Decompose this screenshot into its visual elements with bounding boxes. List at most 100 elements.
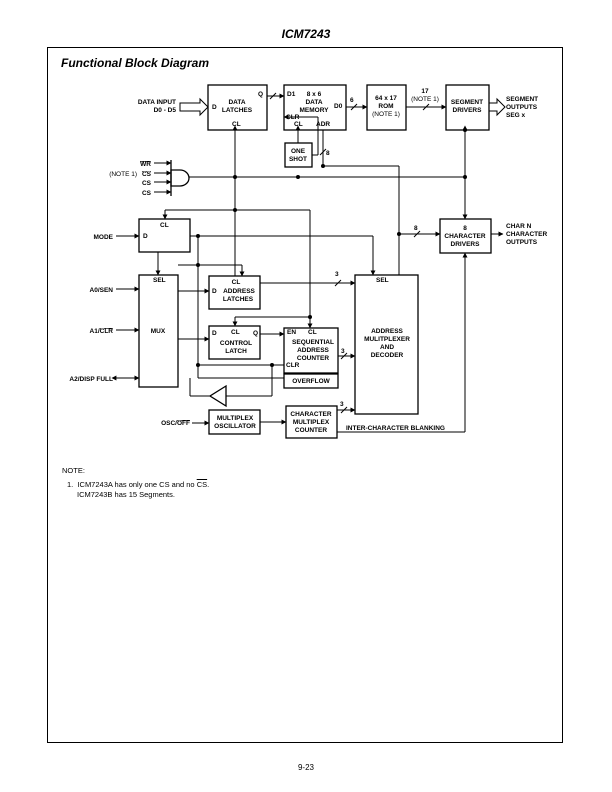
mode-latch-port-d: D bbox=[143, 233, 148, 240]
data-memory-label-1: 8 x 6 bbox=[307, 91, 322, 98]
addr-mux-label-1: ADDRESS bbox=[371, 328, 403, 335]
data-memory-port-clr: CLR bbox=[286, 114, 300, 121]
note-item-1-text-prefix: ICM7243A has only one CS and no bbox=[77, 480, 197, 489]
control-latch-port-cl: CL bbox=[231, 329, 240, 336]
notes-section: NOTE: 1. ICM7243A has only one CS and no… bbox=[62, 466, 209, 500]
seq-counter-label-1: SEQUENTIAL bbox=[292, 339, 334, 346]
address-latches-label-1: CL bbox=[232, 279, 241, 286]
addr-mux-label-4: DECODER bbox=[371, 352, 404, 359]
segment-drivers-label-1: SEGMENT bbox=[451, 99, 483, 106]
char-outputs-label-1: CHAR N bbox=[506, 223, 532, 230]
rom-label-2: ROM bbox=[378, 103, 393, 110]
character-drivers-label-2: CHARACTER bbox=[444, 233, 485, 240]
one-shot-block bbox=[284, 142, 313, 168]
data-latches-port-q: Q bbox=[258, 91, 263, 98]
a1-clr-signal-label: A1/CLR bbox=[90, 328, 114, 335]
data-latches-label-2: LATCHES bbox=[222, 107, 253, 114]
char-mux-counter-label-3: COUNTER bbox=[295, 427, 327, 434]
cs-bar-signal-label: CS bbox=[142, 171, 152, 178]
mux-port-sel: SEL bbox=[153, 277, 166, 284]
multiplex-oscillator-label-2: OSCILLATOR bbox=[214, 423, 256, 430]
control-latch-label-2: LATCH bbox=[225, 348, 247, 355]
control-latch-port-d: D bbox=[212, 330, 217, 337]
overflow-label: OVERFLOW bbox=[292, 378, 330, 385]
cs1-signal-label: CS bbox=[142, 180, 152, 187]
data-memory-label-3: MEMORY bbox=[299, 107, 329, 114]
bus-width-rom-seg-note: (NOTE 1) bbox=[411, 96, 439, 103]
rom-label-1: 64 x 17 bbox=[375, 95, 397, 102]
control-latch-label-1: CONTROL bbox=[220, 340, 252, 347]
mux-label: MUX bbox=[151, 328, 166, 335]
addr-mux-port-sel: SEL bbox=[376, 277, 389, 284]
data-memory-port-adr: ADR bbox=[316, 121, 330, 128]
data-memory-port-d1: D1 bbox=[287, 91, 296, 98]
and-gate bbox=[170, 169, 190, 187]
wr-signal-label: WR bbox=[140, 161, 151, 168]
diagram-frame bbox=[47, 47, 563, 743]
seq-counter-port-en: EN bbox=[287, 329, 296, 336]
data-input-label-1: DATA INPUT bbox=[138, 99, 176, 106]
char-mux-counter-label-2: MULTIPLEX bbox=[293, 419, 330, 426]
address-mux-decoder-block bbox=[354, 274, 419, 415]
overflow-block bbox=[283, 373, 339, 389]
rom-label-3: (NOTE 1) bbox=[372, 111, 400, 118]
a0-sen-signal-label: A0/SEN bbox=[90, 287, 114, 294]
note-item-1-number: 1. bbox=[67, 480, 74, 489]
osc-off-signal-label: OSC/OFF bbox=[161, 420, 190, 427]
char-outputs-label-3: OUTPUTS bbox=[506, 239, 538, 246]
data-input-label-2: D0 - D5 bbox=[154, 107, 177, 114]
data-latches-label-1: DATA bbox=[228, 99, 245, 106]
multiplex-oscillator-label-1: MULTIPLEX bbox=[217, 415, 254, 422]
section-title: Functional Block Diagram bbox=[61, 56, 210, 70]
bus-width-addr: 3 bbox=[335, 271, 339, 278]
data-input-arrow bbox=[179, 97, 209, 117]
data-memory-port-d0: D0 bbox=[334, 103, 343, 110]
char-mux-counter-label-1: CHARACTER bbox=[290, 411, 331, 418]
character-drivers-label-1: 8 bbox=[463, 225, 467, 232]
mode-signal-label: MODE bbox=[94, 234, 114, 241]
note-item-1-line-2: ICM7243B has 15 Segments. bbox=[77, 490, 175, 499]
seq-counter-port-clr: CLR bbox=[286, 362, 300, 369]
address-latches-port-d: D bbox=[212, 288, 217, 295]
document-title: ICM7243 bbox=[281, 27, 331, 41]
address-latches-label-2: ADDRESS bbox=[223, 288, 255, 295]
note-item-1: 1. ICM7243A has only one CS and no CS. bbox=[62, 480, 209, 490]
output-buffer-triangle bbox=[208, 384, 227, 408]
one-shot-label-1: ONE bbox=[291, 148, 306, 155]
note-item-1-cs-bar: CS bbox=[196, 480, 208, 489]
one-shot-label-2: SHOT bbox=[289, 156, 307, 163]
bus-width-seq: 3 bbox=[341, 348, 345, 355]
note1-reference: (NOTE 1) bbox=[109, 171, 137, 178]
page-number: 9-23 bbox=[297, 763, 314, 772]
segment-outputs-label-3: SEG x bbox=[506, 112, 526, 119]
data-memory-port-cl: CL bbox=[294, 121, 303, 128]
segment-drivers-label-2: DRIVERS bbox=[453, 107, 483, 114]
segment-outputs-label-2: OUTPUTS bbox=[506, 104, 538, 111]
a2-disp-full-signal-label: A2/DISP FULL bbox=[69, 376, 113, 383]
segment-outputs-label-1: SEGMENT bbox=[506, 96, 538, 103]
inter-character-blanking-label: INTER-CHARACTER BLANKING bbox=[346, 425, 445, 432]
bus-width-mem-rom: 6 bbox=[350, 97, 354, 104]
bus-width-char: 8 bbox=[414, 225, 418, 232]
bus-width-rom-seg: 17 bbox=[421, 88, 429, 95]
addr-mux-label-2: MULITPLEXER bbox=[364, 336, 410, 343]
notes-heading: NOTE: bbox=[62, 466, 85, 475]
control-latch-port-q: Q bbox=[253, 330, 258, 337]
note-item-1-text-suffix: . bbox=[207, 480, 210, 489]
data-memory-label-2: DATA bbox=[305, 99, 322, 106]
character-drivers-label-3: DRIVERS bbox=[451, 241, 481, 248]
addr-mux-label-3: AND bbox=[380, 344, 394, 351]
seq-counter-port-cl: CL bbox=[308, 329, 317, 336]
data-latches-port-cl: CL bbox=[232, 121, 241, 128]
bus-width-cmc: 3 bbox=[340, 401, 344, 408]
multiplex-oscillator-block bbox=[208, 409, 261, 435]
address-latches-label-3: LATCHES bbox=[223, 296, 254, 303]
junction-dots bbox=[196, 128, 467, 367]
data-latches-port-d: D bbox=[212, 104, 217, 111]
seq-counter-label-3: COUNTER bbox=[297, 355, 329, 362]
char-outputs-label-2: CHARACTER bbox=[506, 231, 547, 238]
bus-width-oneshot: 8 bbox=[326, 150, 330, 157]
seq-counter-label-2: ADDRESS bbox=[297, 347, 329, 354]
segment-output-arrow bbox=[488, 97, 506, 117]
